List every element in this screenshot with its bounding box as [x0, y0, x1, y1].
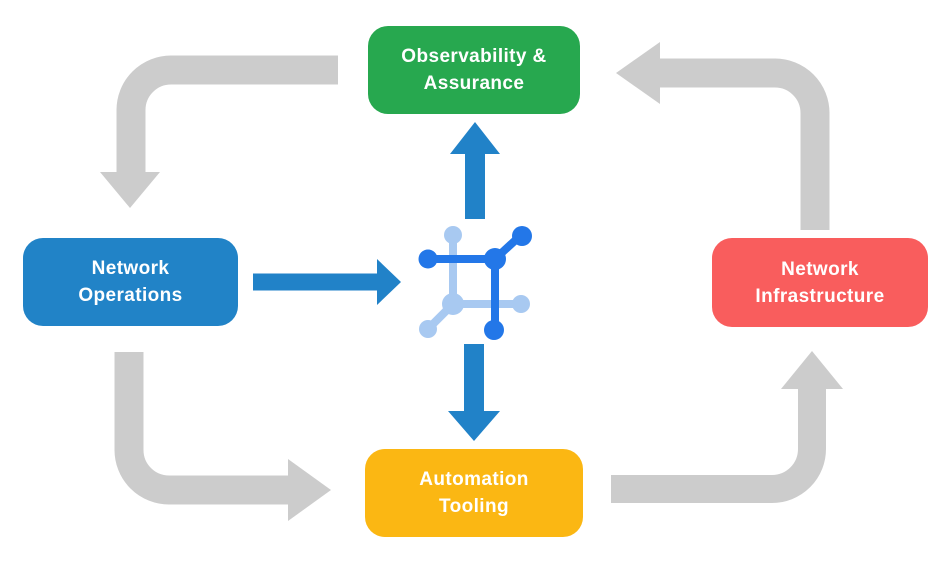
node-automation-tooling: Automation Tooling — [365, 449, 583, 537]
node-label-line: Assurance — [423, 73, 525, 94]
arrowhead-right-icon — [377, 259, 401, 305]
icon-node-dot — [444, 226, 462, 244]
icon-node-dot — [484, 320, 504, 340]
arrowhead-up-icon — [781, 351, 843, 389]
node-label-line: Network — [91, 258, 170, 279]
arrowhead-right-icon — [288, 459, 331, 521]
arrow-shaft — [660, 58, 830, 230]
arrow-shaft — [116, 55, 338, 173]
node-network-infrastructure: Network Infrastructure — [712, 238, 928, 327]
hub-arrow-operations-to-hub — [253, 259, 401, 305]
network-hub-icon — [418, 226, 532, 340]
node-label-line: Operations — [78, 285, 183, 306]
cycle-arrow-automation-to-infrastructure — [611, 351, 843, 503]
arrowhead-left-icon — [616, 42, 660, 104]
hub-arrow-hub-to-observability — [450, 122, 500, 219]
cycle-arrow-observability-to-operations — [100, 55, 338, 208]
cycle-arrow-operations-to-automation — [114, 352, 331, 521]
hub-arrow-hub-to-automation — [448, 344, 500, 441]
icon-corner-node — [484, 248, 506, 270]
icon-node-dot — [512, 295, 530, 313]
node-network-operations: Network Operations — [23, 238, 238, 326]
icon-corner-node — [442, 293, 464, 315]
node-label-line: Network — [781, 258, 859, 280]
network-hub-icon-dark-part — [418, 226, 532, 340]
node-label-line: Infrastructure — [755, 285, 885, 307]
network-hub-icon-light-part — [419, 226, 530, 338]
arrow-shaft — [114, 352, 288, 505]
node-label-line: Automation — [419, 469, 529, 490]
arrowhead-up-icon — [450, 122, 500, 154]
arrowhead-down-icon — [448, 411, 500, 441]
icon-node-dot — [419, 320, 437, 338]
node-observability-assurance: Observability & Assurance — [368, 26, 580, 114]
icon-node-dot — [418, 249, 438, 269]
cycle-arrow-infrastructure-to-observability — [616, 42, 830, 230]
arrowhead-down-icon — [100, 172, 160, 208]
node-label-line: Observability & — [401, 46, 547, 67]
arrow-shaft — [611, 389, 826, 503]
icon-node-dot — [512, 226, 532, 246]
node-label-line: Tooling — [439, 496, 509, 517]
